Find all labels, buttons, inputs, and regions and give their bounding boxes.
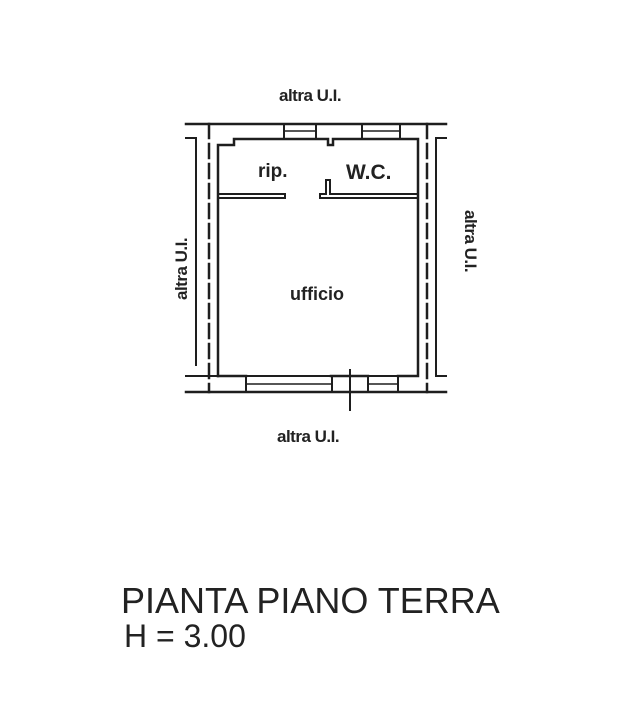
neighbor-label-right: altra U.I. xyxy=(461,210,480,273)
internal-partition-right xyxy=(319,179,419,199)
room-label-bathroom: W.C. xyxy=(346,161,392,184)
neighbor-label-bottom: altra U.I. xyxy=(277,427,340,446)
neighbor-label-left: altra U.I. xyxy=(172,237,191,300)
room-label-office: ufficio xyxy=(290,284,344,304)
ceiling-height-label: H = 3.00 xyxy=(124,618,246,654)
plan-title: PIANTA PIANO TERRA xyxy=(121,580,500,621)
neighbor-label-top: altra U.I. xyxy=(279,86,342,105)
room-label-storage: rip. xyxy=(258,161,288,182)
inner-wall-perimeter xyxy=(216,137,420,378)
internal-partition-left xyxy=(217,193,286,199)
